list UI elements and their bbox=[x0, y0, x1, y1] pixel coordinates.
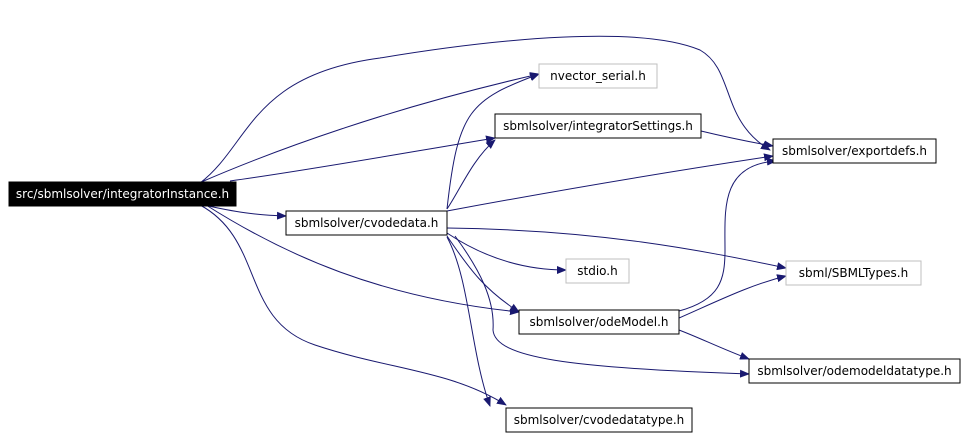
edge-root-to-cvodedata bbox=[203, 204, 287, 220]
edge-cvodedata-to-nvector-serial bbox=[446, 73, 540, 210]
node-cvodedatatype[interactable]: sbmlsolver/cvodedatatype.h bbox=[505, 407, 693, 433]
node-label: sbmlsolver/cvodedatatype.h bbox=[514, 413, 685, 427]
edge-odemodel-to-sbml-types bbox=[678, 274, 787, 319]
node-integrator-settings[interactable]: sbmlsolver/integratorSettings.h bbox=[494, 113, 702, 139]
edge-cvodedata-to-integrator-settings bbox=[446, 139, 496, 210]
node-cvodedata[interactable]: sbmlsolver/cvodedata.h bbox=[285, 210, 448, 236]
edge-cvodedata-to-sbml-types bbox=[446, 227, 787, 271]
edge-root-to-integrator-settings bbox=[229, 135, 496, 182]
edge-odemodel-to-odemodeldatatype bbox=[678, 329, 750, 360]
edge-root-to-nvector-serial bbox=[198, 72, 540, 184]
node-label: src/sbmlsolver/integratorInstance.h bbox=[16, 187, 229, 201]
edge-cvodedata-to-exportdefs bbox=[446, 153, 774, 212]
edge-cvodedata-to-cvodedatatype bbox=[446, 236, 491, 407]
nodes-layer: src/sbmlsolver/integratorInstance.h nvec… bbox=[8, 63, 961, 433]
edge-integrator-settings-to-exportdefs bbox=[700, 130, 774, 149]
node-label: stdio.h bbox=[577, 264, 617, 278]
node-label: sbml/SBMLTypes.h bbox=[799, 266, 908, 280]
node-sbml-types: sbml/SBMLTypes.h bbox=[785, 260, 922, 286]
node-label: sbmlsolver/integratorSettings.h bbox=[503, 119, 693, 133]
node-odemodeldatatype[interactable]: sbmlsolver/odemodeldatatype.h bbox=[748, 358, 961, 384]
edges-layer bbox=[198, 35, 787, 407]
edge-cvodedata-to-stdio bbox=[446, 232, 567, 274]
edge-root-to-cvodedatatype bbox=[199, 204, 507, 406]
edge-root-to-exportdefs-top-arc bbox=[199, 35, 771, 184]
edge-cvodedata-to-odemodeldatatype bbox=[454, 235, 750, 378]
node-label: sbmlsolver/odemodeldatatype.h bbox=[757, 364, 951, 378]
node-label: sbmlsolver/cvodedata.h bbox=[295, 216, 439, 230]
node-label: sbmlsolver/odeModel.h bbox=[529, 315, 668, 329]
node-integratorinstance-root[interactable]: src/sbmlsolver/integratorInstance.h bbox=[8, 181, 237, 207]
node-label: nvector_serial.h bbox=[550, 69, 646, 83]
edge-cvodedata-to-odemodel bbox=[446, 235, 520, 313]
node-odemodel[interactable]: sbmlsolver/odeModel.h bbox=[518, 309, 680, 335]
node-label: sbmlsolver/exportdefs.h bbox=[782, 144, 927, 158]
edge-root-to-odemodel bbox=[205, 204, 520, 316]
edge-odemodel-to-exportdefs bbox=[678, 157, 777, 312]
node-nvector-serial: nvector_serial.h bbox=[538, 63, 658, 89]
node-exportdefs[interactable]: sbmlsolver/exportdefs.h bbox=[772, 138, 937, 164]
node-stdio: stdio.h bbox=[565, 258, 630, 284]
